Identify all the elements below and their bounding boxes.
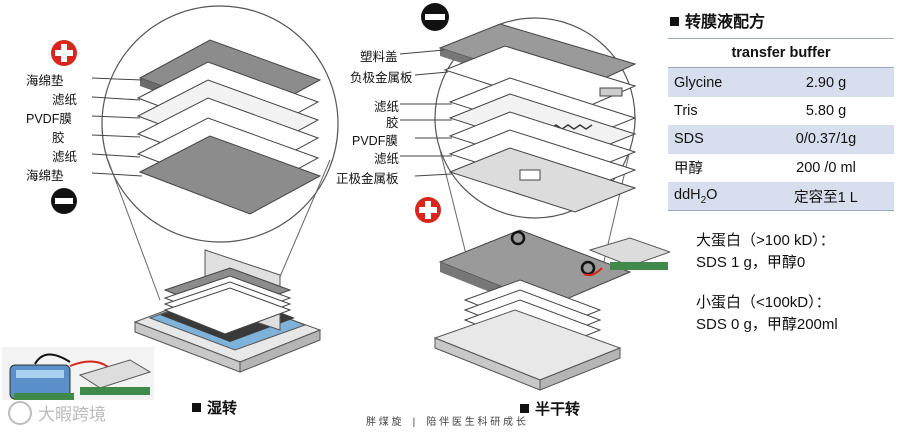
large-protein-line2: SDS 1 g，甲醇0: [696, 254, 806, 271]
semi-dry-transfer-diagram: [399, 3, 670, 391]
recipe-name: Tris: [668, 96, 758, 126]
recipe-name: SDS: [668, 125, 758, 154]
recipe-name: ddH2O: [668, 181, 758, 212]
recipe-header: transfer buffer: [668, 37, 894, 69]
recipe-name-main: ddH: [674, 186, 701, 203]
wet-label-filter-top: 滤纸: [52, 93, 78, 107]
recipe-name: Glycine: [668, 67, 758, 97]
recipe-value: 5.80 g: [758, 96, 894, 126]
wet-tank-photo: [2, 347, 154, 400]
recipe-value: 2.90 g: [758, 67, 894, 97]
positive-electrode-icon: [51, 40, 77, 66]
recipe-row: Tris 5.80 g: [668, 96, 894, 126]
semi-label-filter-top: 滤纸: [374, 100, 400, 114]
large-protein-note: 大蛋白（>100 kD）： SDS 1 g，甲醇0: [696, 230, 835, 274]
large-protein-line1: 大蛋白（>100 kD）：: [696, 232, 835, 249]
watermark-logo-icon: [8, 401, 32, 425]
recipe-name-tail: O: [706, 186, 718, 203]
semi-label-filter-bottom: 滤纸: [374, 152, 400, 166]
semi-label-gel: 胶: [386, 116, 399, 130]
recipe-title-text: 转膜液配方: [685, 14, 766, 31]
recipe-value: 定容至1 L: [758, 181, 894, 212]
wet-label-sponge-bottom: 海绵垫: [26, 169, 64, 183]
semi-caption-text: 半干转: [535, 401, 581, 418]
recipe-table: transfer buffer Glycine 2.90 g Tris 5.80…: [668, 37, 894, 212]
positive-electrode-icon: [415, 197, 441, 223]
wet-transfer-caption: 湿转: [192, 397, 237, 418]
semi-label-anode-plate: 正极金属板: [336, 172, 399, 186]
wet-transfer-diagram: [2, 5, 339, 400]
recipe-value: 0/0.37/1g: [758, 125, 894, 154]
wet-stack-layers: [136, 39, 322, 215]
footer-slogan: 胖 煤 旋 | 陪 伴 医 生 科 研 成 长: [366, 417, 526, 428]
recipe-value: 200 /0 ml: [758, 153, 894, 182]
semi-label-pvdf: PVDF膜: [352, 134, 398, 148]
negative-electrode-icon: [421, 3, 449, 31]
wet-label-gel: 胶: [52, 131, 65, 145]
wet-label-filter-bottom: 滤纸: [52, 150, 78, 164]
semi-dry-apparatus: [433, 229, 670, 391]
bullet-square-icon: [520, 404, 529, 413]
bullet-square-icon: [670, 17, 679, 26]
recipe-title: 转膜液配方: [670, 8, 765, 32]
recipe-row: Glycine 2.90 g: [668, 67, 894, 97]
recipe-name-sub: 2: [700, 194, 707, 206]
recipe-row: 甲醇 200 /0 ml: [668, 153, 894, 182]
recipe-header-row: transfer buffer: [668, 37, 894, 69]
watermark: 大暇跨境: [8, 400, 106, 425]
semi-stack-layers: [438, 23, 637, 213]
wet-caption-text: 湿转: [207, 400, 238, 417]
recipe-name: 甲醇: [668, 153, 758, 182]
semi-label-plastic-lid: 塑料盖: [360, 50, 398, 64]
bullet-square-icon: [192, 403, 201, 412]
wet-transfer-cassette: [133, 249, 322, 373]
wet-label-sponge-top: 海绵垫: [26, 74, 64, 88]
semi-dry-transfer-caption: 半干转: [520, 398, 580, 419]
wet-label-pvdf: PVDF膜: [26, 112, 72, 126]
recipe-row: ddH2O 定容至1 L: [668, 181, 894, 212]
negative-electrode-icon: [51, 188, 77, 214]
small-protein-line1: 小蛋白（<100kD）：: [696, 294, 831, 311]
small-protein-note: 小蛋白（<100kD）： SDS 0 g，甲醇200ml: [696, 292, 838, 336]
semi-label-cathode-plate: 负极金属板: [350, 71, 413, 85]
small-protein-line2: SDS 0 g，甲醇200ml: [696, 316, 838, 333]
recipe-row: SDS 0/0.37/1g: [668, 125, 894, 154]
watermark-text: 大暇跨境: [38, 405, 106, 424]
